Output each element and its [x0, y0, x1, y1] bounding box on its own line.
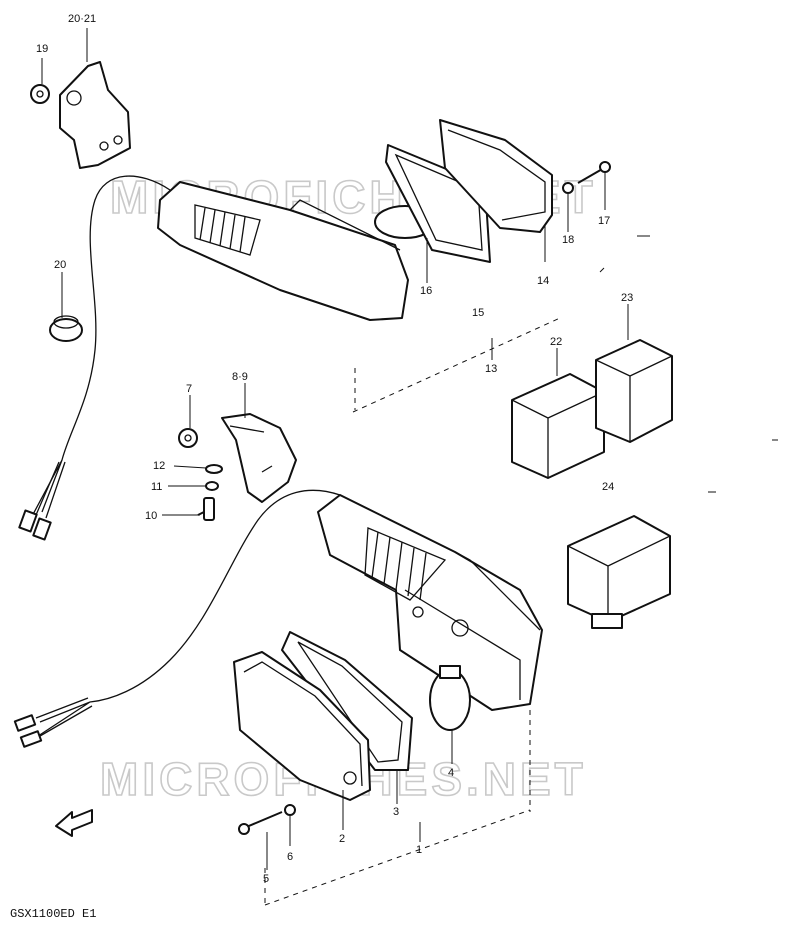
nut-19 [30, 84, 50, 104]
callout-2: 2 [339, 833, 345, 845]
relay-22 [511, 373, 605, 479]
grommet-20 [49, 315, 83, 342]
relay-23 [595, 339, 673, 443]
wire-connector-top [18, 509, 52, 541]
washer-12 [205, 464, 223, 474]
callout-11: 11 [151, 481, 162, 493]
wire-leads-top [35, 461, 66, 519]
front-direction-arrow-icon [55, 809, 93, 837]
callout-24: 24 [602, 481, 614, 493]
callout-15: 15 [472, 307, 484, 319]
callout-7: 7 [186, 383, 192, 395]
callout-13: 13 [485, 363, 497, 375]
callout-18: 18 [562, 234, 574, 246]
washer-6 [284, 804, 296, 816]
leader-lines [41, 28, 629, 870]
callout-23: 23 [621, 292, 633, 304]
callout-10: 10 [145, 510, 157, 522]
nut-7 [178, 428, 198, 448]
lens-14 [439, 119, 553, 233]
callout-8-9: 8·9 [232, 371, 248, 383]
callout-6: 6 [287, 851, 293, 863]
model-code: GSX1100ED E1 [10, 907, 96, 921]
stray-marks [599, 235, 778, 493]
wire-harness-bottom [31, 489, 341, 741]
mounting-bracket-top [59, 61, 131, 169]
wire-harness-top [29, 175, 171, 521]
callout-20-21: 20·21 [68, 13, 96, 25]
relay-24 [567, 515, 671, 629]
bulb-4 [429, 665, 471, 731]
assembly-line-13 [352, 317, 561, 413]
callout-3: 3 [393, 806, 399, 818]
washer-18 [562, 182, 574, 194]
callout-5: 5 [263, 873, 269, 885]
lens-2 [233, 651, 371, 801]
callout-1: 1 [416, 844, 422, 856]
callout-4: 4 [448, 767, 454, 779]
turn-signal-housing-top [157, 181, 409, 321]
bolt-10 [197, 497, 215, 521]
callout-12: 12 [153, 460, 165, 472]
callout-22: 22 [550, 336, 562, 348]
wire-leads-bottom [35, 697, 93, 737]
callout-16: 16 [420, 285, 432, 297]
mounting-bracket-bottom [221, 413, 297, 503]
lock-washer-11 [205, 481, 219, 491]
callout-17: 17 [598, 215, 610, 227]
callout-19: 19 [36, 43, 48, 55]
screw-5 [238, 811, 283, 835]
callout-labels: 1 2 3 4 5 6 7 8·9 10 11 12 13 14 15 16 1… [36, 13, 633, 885]
assembly-line-1 [264, 700, 531, 906]
callout-20: 20 [54, 259, 66, 271]
wire-connector-bottom [13, 714, 43, 748]
callout-14: 14 [537, 275, 549, 287]
